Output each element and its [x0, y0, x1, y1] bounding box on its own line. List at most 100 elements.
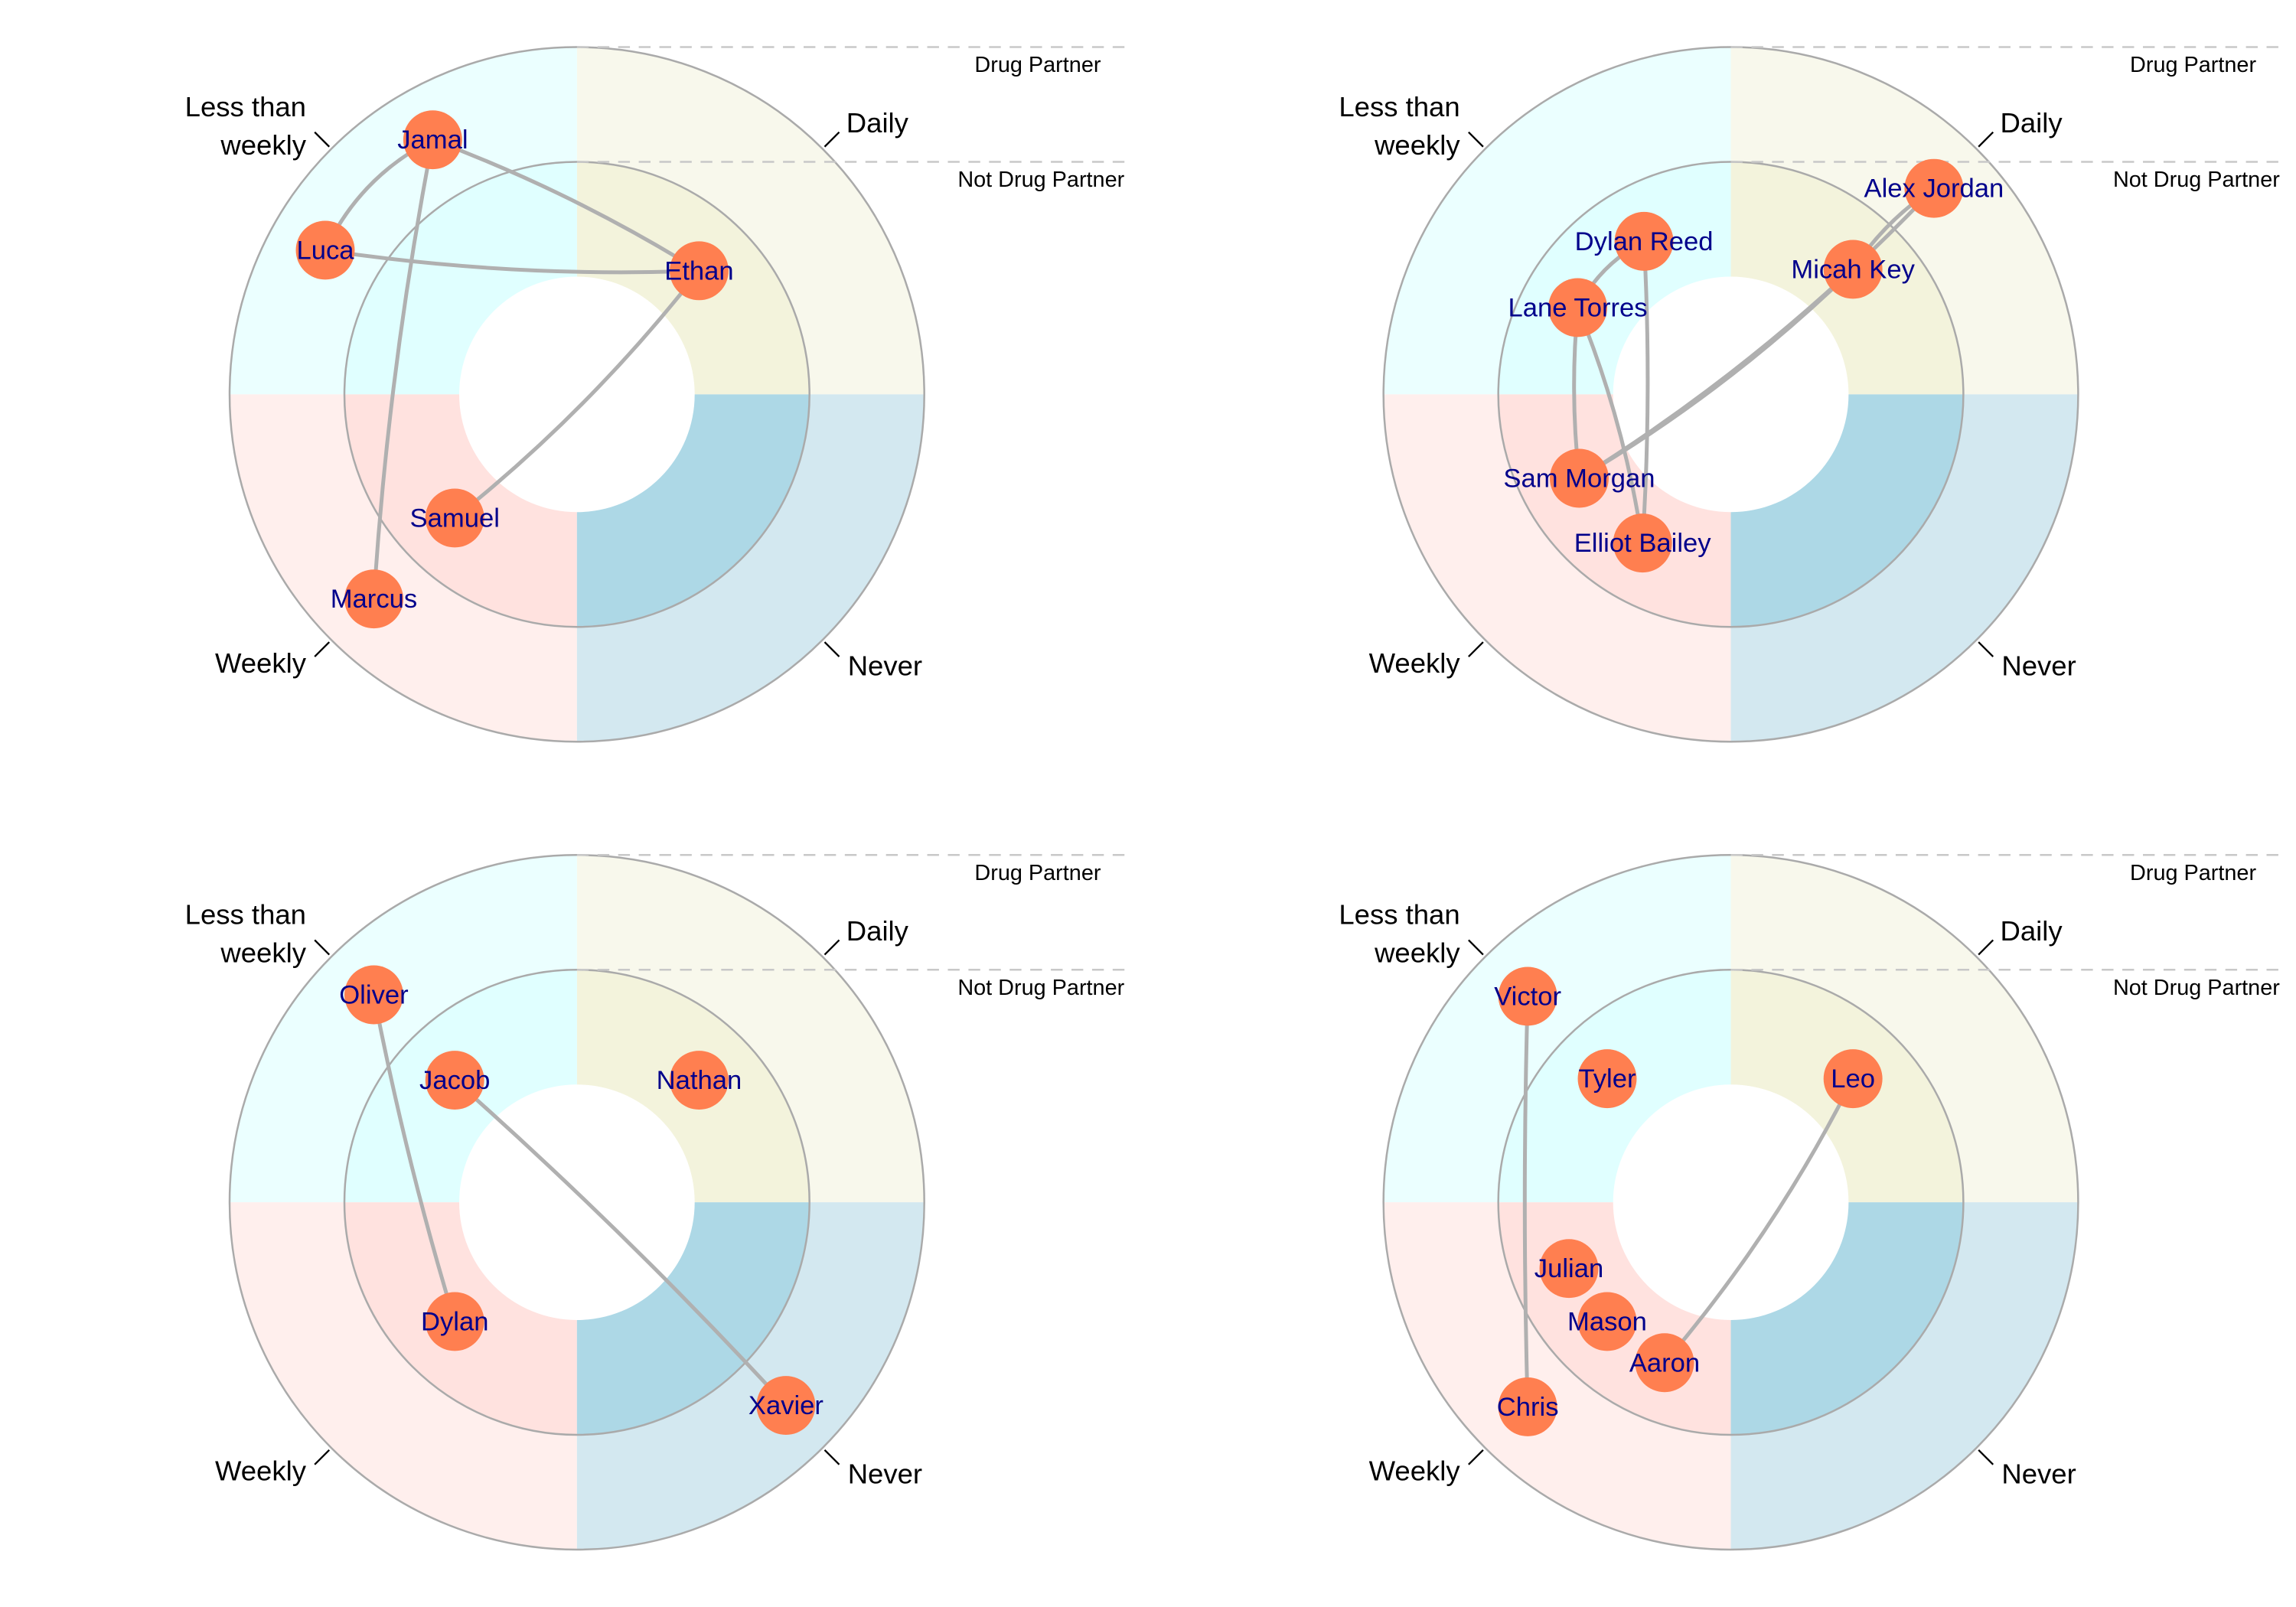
quadrant-never-outer	[576, 1202, 925, 1550]
category-tick	[314, 131, 331, 148]
category-label-less-than-weekly: Less than	[1339, 899, 1459, 931]
node: Samuel	[410, 488, 500, 548]
category-tick	[823, 1449, 840, 1465]
category-label-less-than-weekly: Less than	[1339, 91, 1459, 122]
node: Elliot Bailey	[1574, 513, 1711, 573]
category-tick	[314, 641, 331, 657]
quadrant-never-inner	[1730, 394, 1964, 627]
node-label: Sam Morgan	[1503, 464, 1655, 494]
category-tick	[823, 939, 840, 956]
quadrant-never-inner	[576, 1202, 810, 1435]
quadrant-less_than_weekly-inner	[344, 161, 577, 395]
node: Xavier	[748, 1376, 823, 1435]
category-label-never: Never	[2001, 650, 2076, 682]
category-label-never: Never	[2001, 1458, 2076, 1489]
category-tick	[314, 1449, 331, 1465]
node-circle	[756, 1376, 816, 1435]
node: Jamal	[397, 110, 468, 170]
edge	[372, 994, 457, 1322]
edge	[453, 1078, 788, 1407]
node-circle	[1823, 1049, 1883, 1109]
quadrant-weekly-inner	[1498, 394, 1731, 627]
node-label: Xavier	[748, 1391, 823, 1420]
quadrant-weekly-outer	[1383, 1202, 1731, 1550]
quadrant-daily-outer	[576, 47, 925, 395]
category-tick	[1978, 641, 1994, 657]
category-label-never: Never	[848, 650, 922, 682]
node-label: Samuel	[410, 504, 500, 533]
quadrant-never-outer	[576, 394, 925, 742]
node-circle	[670, 241, 729, 301]
category-label-less-than-weekly: weekly	[1374, 129, 1460, 161]
edge	[371, 139, 435, 599]
node: Luca	[295, 220, 355, 280]
quadrant-never-outer	[1730, 1202, 2079, 1550]
category-tick	[1468, 1449, 1484, 1465]
node: Alex Jordan	[1864, 158, 2004, 218]
node-label: Alex Jordan	[1864, 174, 2004, 204]
node-circle	[344, 965, 403, 1025]
drug-partner-label: Drug Partner	[2130, 861, 2256, 885]
edge	[1640, 241, 1650, 543]
node-circle	[1577, 1292, 1637, 1351]
node: Ethan	[664, 241, 734, 301]
category-label-weekly: Weekly	[1369, 1455, 1461, 1487]
category-tick	[1978, 939, 1994, 956]
category-label-weekly: Weekly	[215, 647, 307, 679]
node-circle	[425, 488, 484, 548]
category-tick	[1468, 641, 1484, 657]
node-label: Tyler	[1579, 1064, 1636, 1094]
category-label-daily: Daily	[846, 915, 909, 947]
category-label-less-than-weekly: weekly	[220, 129, 306, 161]
not-drug-partner-label: Not Drug Partner	[2113, 976, 2280, 1000]
node-circle	[1613, 513, 1672, 573]
node-circle	[1498, 966, 1557, 1026]
node: Sam Morgan	[1503, 448, 1655, 508]
category-label-daily: Daily	[846, 107, 909, 139]
category-tick	[823, 641, 840, 657]
drug-partner-label: Drug Partner	[2130, 53, 2256, 77]
node-circle	[425, 1051, 484, 1110]
quadrant-daily-outer	[576, 855, 925, 1203]
node: Lane Torres	[1508, 278, 1648, 337]
node-circle	[1635, 1333, 1694, 1393]
node: Dylan Reed	[1575, 211, 1713, 271]
category-tick	[1468, 939, 1484, 956]
quadrant-less_than_weekly-outer	[230, 855, 577, 1203]
node-circle	[1614, 211, 1674, 271]
category-tick	[314, 939, 331, 956]
edge	[1576, 306, 1645, 543]
category-label-daily: Daily	[2000, 915, 2063, 947]
edge	[1663, 1077, 1855, 1364]
node-circle	[1550, 448, 1609, 508]
drug-partner-label: Drug Partner	[974, 861, 1101, 885]
quadrant-never-inner	[576, 394, 810, 627]
category-label-less-than-weekly: Less than	[185, 899, 306, 931]
node-label: Victor	[1494, 982, 1561, 1011]
node: Oliver	[339, 965, 409, 1025]
node: Victor	[1494, 966, 1561, 1026]
category-label-less-than-weekly: weekly	[1374, 937, 1460, 969]
quadrant-weekly-outer	[1383, 394, 1731, 742]
node-circle	[1904, 158, 1964, 218]
node-label: Leo	[1831, 1064, 1875, 1094]
node-label: Julian	[1534, 1254, 1603, 1283]
category-tick	[1468, 131, 1484, 148]
node: Nathan	[657, 1051, 742, 1110]
node: Dylan	[421, 1292, 488, 1351]
node-circle	[403, 110, 462, 170]
category-label-never: Never	[848, 1458, 922, 1489]
node-circle	[1539, 1239, 1599, 1299]
not-drug-partner-label: Not Drug Partner	[2113, 168, 2280, 192]
not-drug-partner-label: Not Drug Partner	[957, 168, 1124, 192]
category-tick	[823, 131, 840, 148]
category-label-weekly: Weekly	[1369, 647, 1461, 679]
node-label: Micah Key	[1791, 255, 1915, 284]
node-circle	[344, 569, 403, 629]
not-drug-partner-label: Not Drug Partner	[957, 976, 1124, 1000]
category-label-daily: Daily	[2000, 107, 2063, 139]
node-circle	[1823, 240, 1883, 299]
